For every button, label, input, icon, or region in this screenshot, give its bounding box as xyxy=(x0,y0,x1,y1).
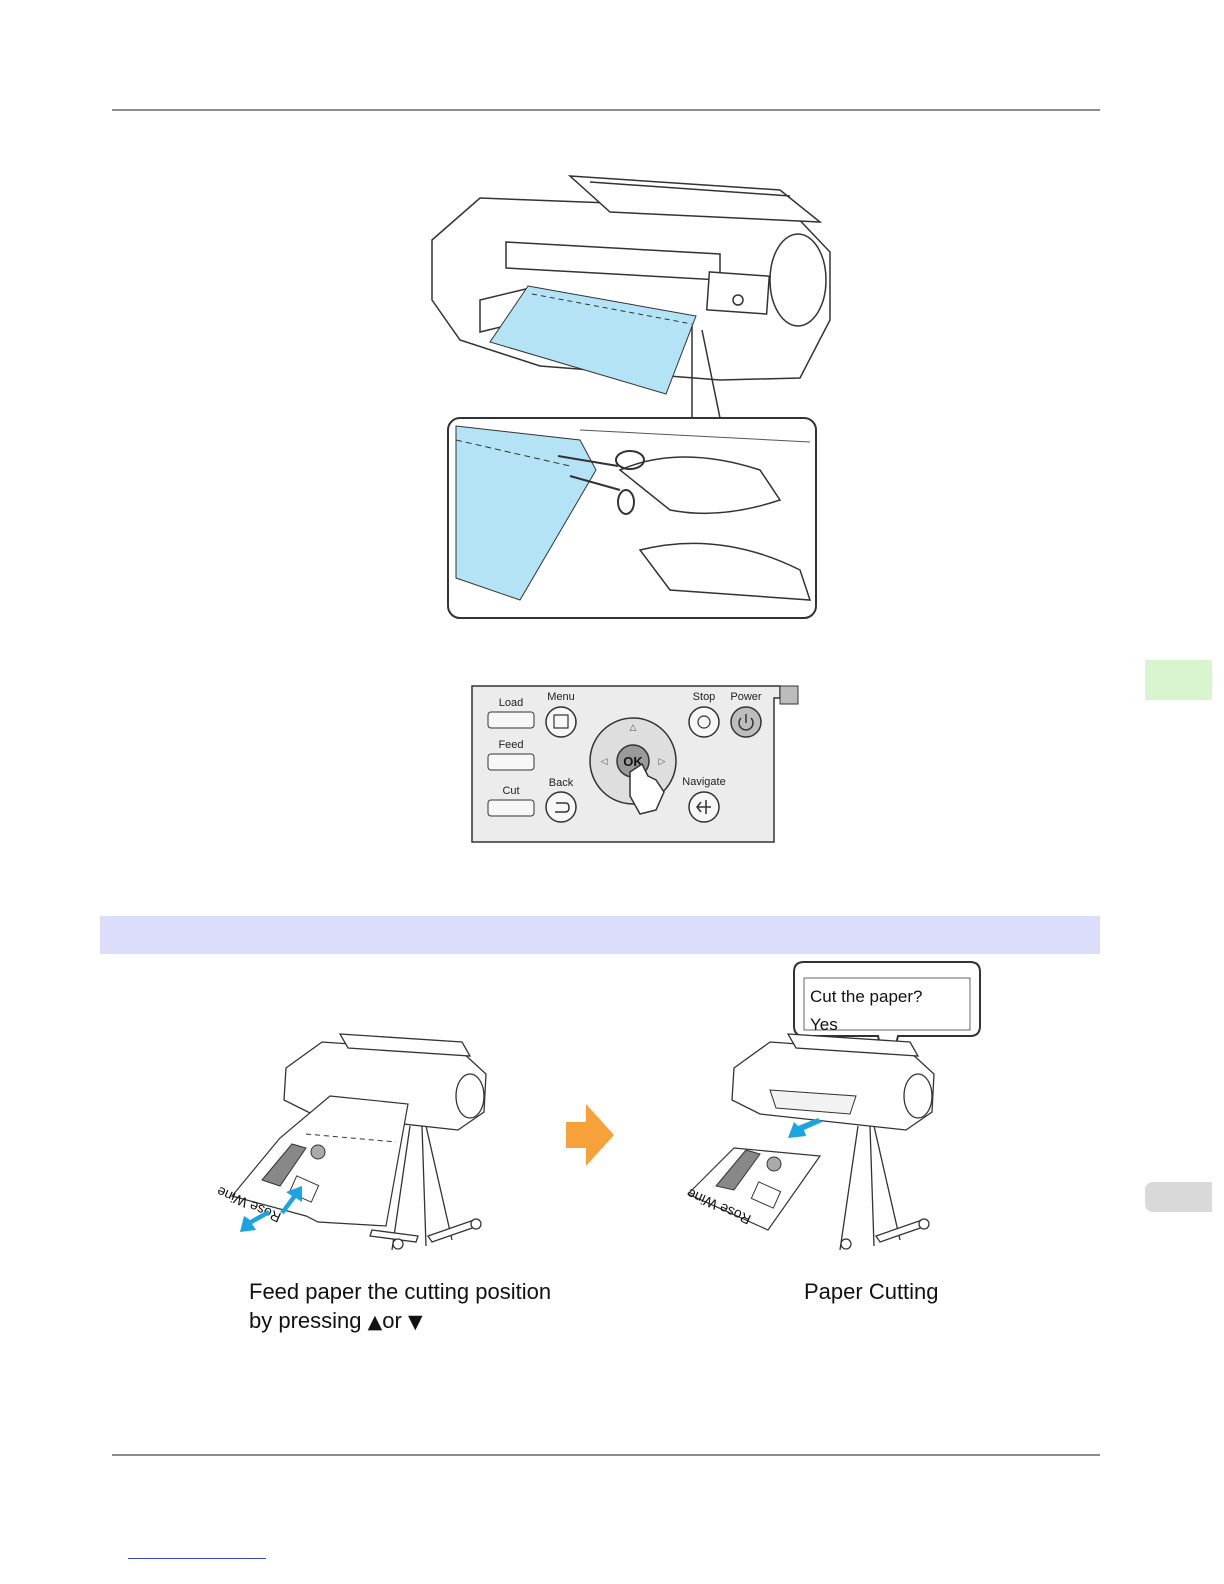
arrow-right-icon xyxy=(560,1100,620,1170)
chapter-side-tab[interactable] xyxy=(1145,660,1212,700)
navigate-label: Navigate xyxy=(682,776,725,788)
back-button[interactable] xyxy=(546,792,576,822)
feed-paper-illustration: Rose Wine xyxy=(222,1030,494,1256)
printer-scissors-illustration xyxy=(420,170,840,622)
section-heading-band xyxy=(100,916,1100,954)
feed-button[interactable] xyxy=(488,754,534,770)
left-arrow-icon: ◁ xyxy=(601,757,608,767)
paper-cutting-caption: Paper Cutting xyxy=(804,1277,939,1306)
power-label: Power xyxy=(730,691,762,703)
right-arrow-icon: ▷ xyxy=(659,757,666,767)
cut-arrow-icon xyxy=(788,1118,822,1138)
top-rule xyxy=(112,109,1100,111)
up-triangle-icon: ▲ xyxy=(368,1311,383,1333)
stop-label: Stop xyxy=(693,691,716,703)
stop-button[interactable] xyxy=(689,707,719,737)
bubble-line-1: Cut the paper? xyxy=(810,987,922,1006)
or-word: or xyxy=(382,1308,402,1333)
bubble-line-2: Yes xyxy=(810,1015,838,1034)
up-arrow-icon: △ xyxy=(630,723,637,733)
paper-cutting-illustration: Cut the paper? Yes Rose Wine xyxy=(680,960,990,1260)
menu-button[interactable] xyxy=(546,707,576,737)
feed-label: Feed xyxy=(498,739,523,751)
load-button[interactable] xyxy=(488,712,534,728)
cut-label: Cut xyxy=(502,785,519,797)
menu-label: Menu xyxy=(547,691,575,703)
bottom-rule xyxy=(112,1454,1100,1456)
operation-panel-illustration: Load Feed Cut Menu Back OK △ ◁ ▷ Stop Po… xyxy=(470,684,804,846)
feed-caption-line-1: Feed paper the cutting position xyxy=(249,1277,551,1306)
footer-link-underline[interactable] xyxy=(128,1558,266,1559)
index-side-tab[interactable] xyxy=(1145,1182,1212,1212)
feed-caption-prefix: by pressing xyxy=(249,1308,362,1333)
back-label: Back xyxy=(549,777,574,789)
feed-caption-line-2: by pressing ▲or ▼ xyxy=(249,1306,423,1337)
down-triangle-icon: ▼ xyxy=(408,1311,423,1333)
cut-button[interactable] xyxy=(488,800,534,816)
load-label: Load xyxy=(499,697,523,709)
